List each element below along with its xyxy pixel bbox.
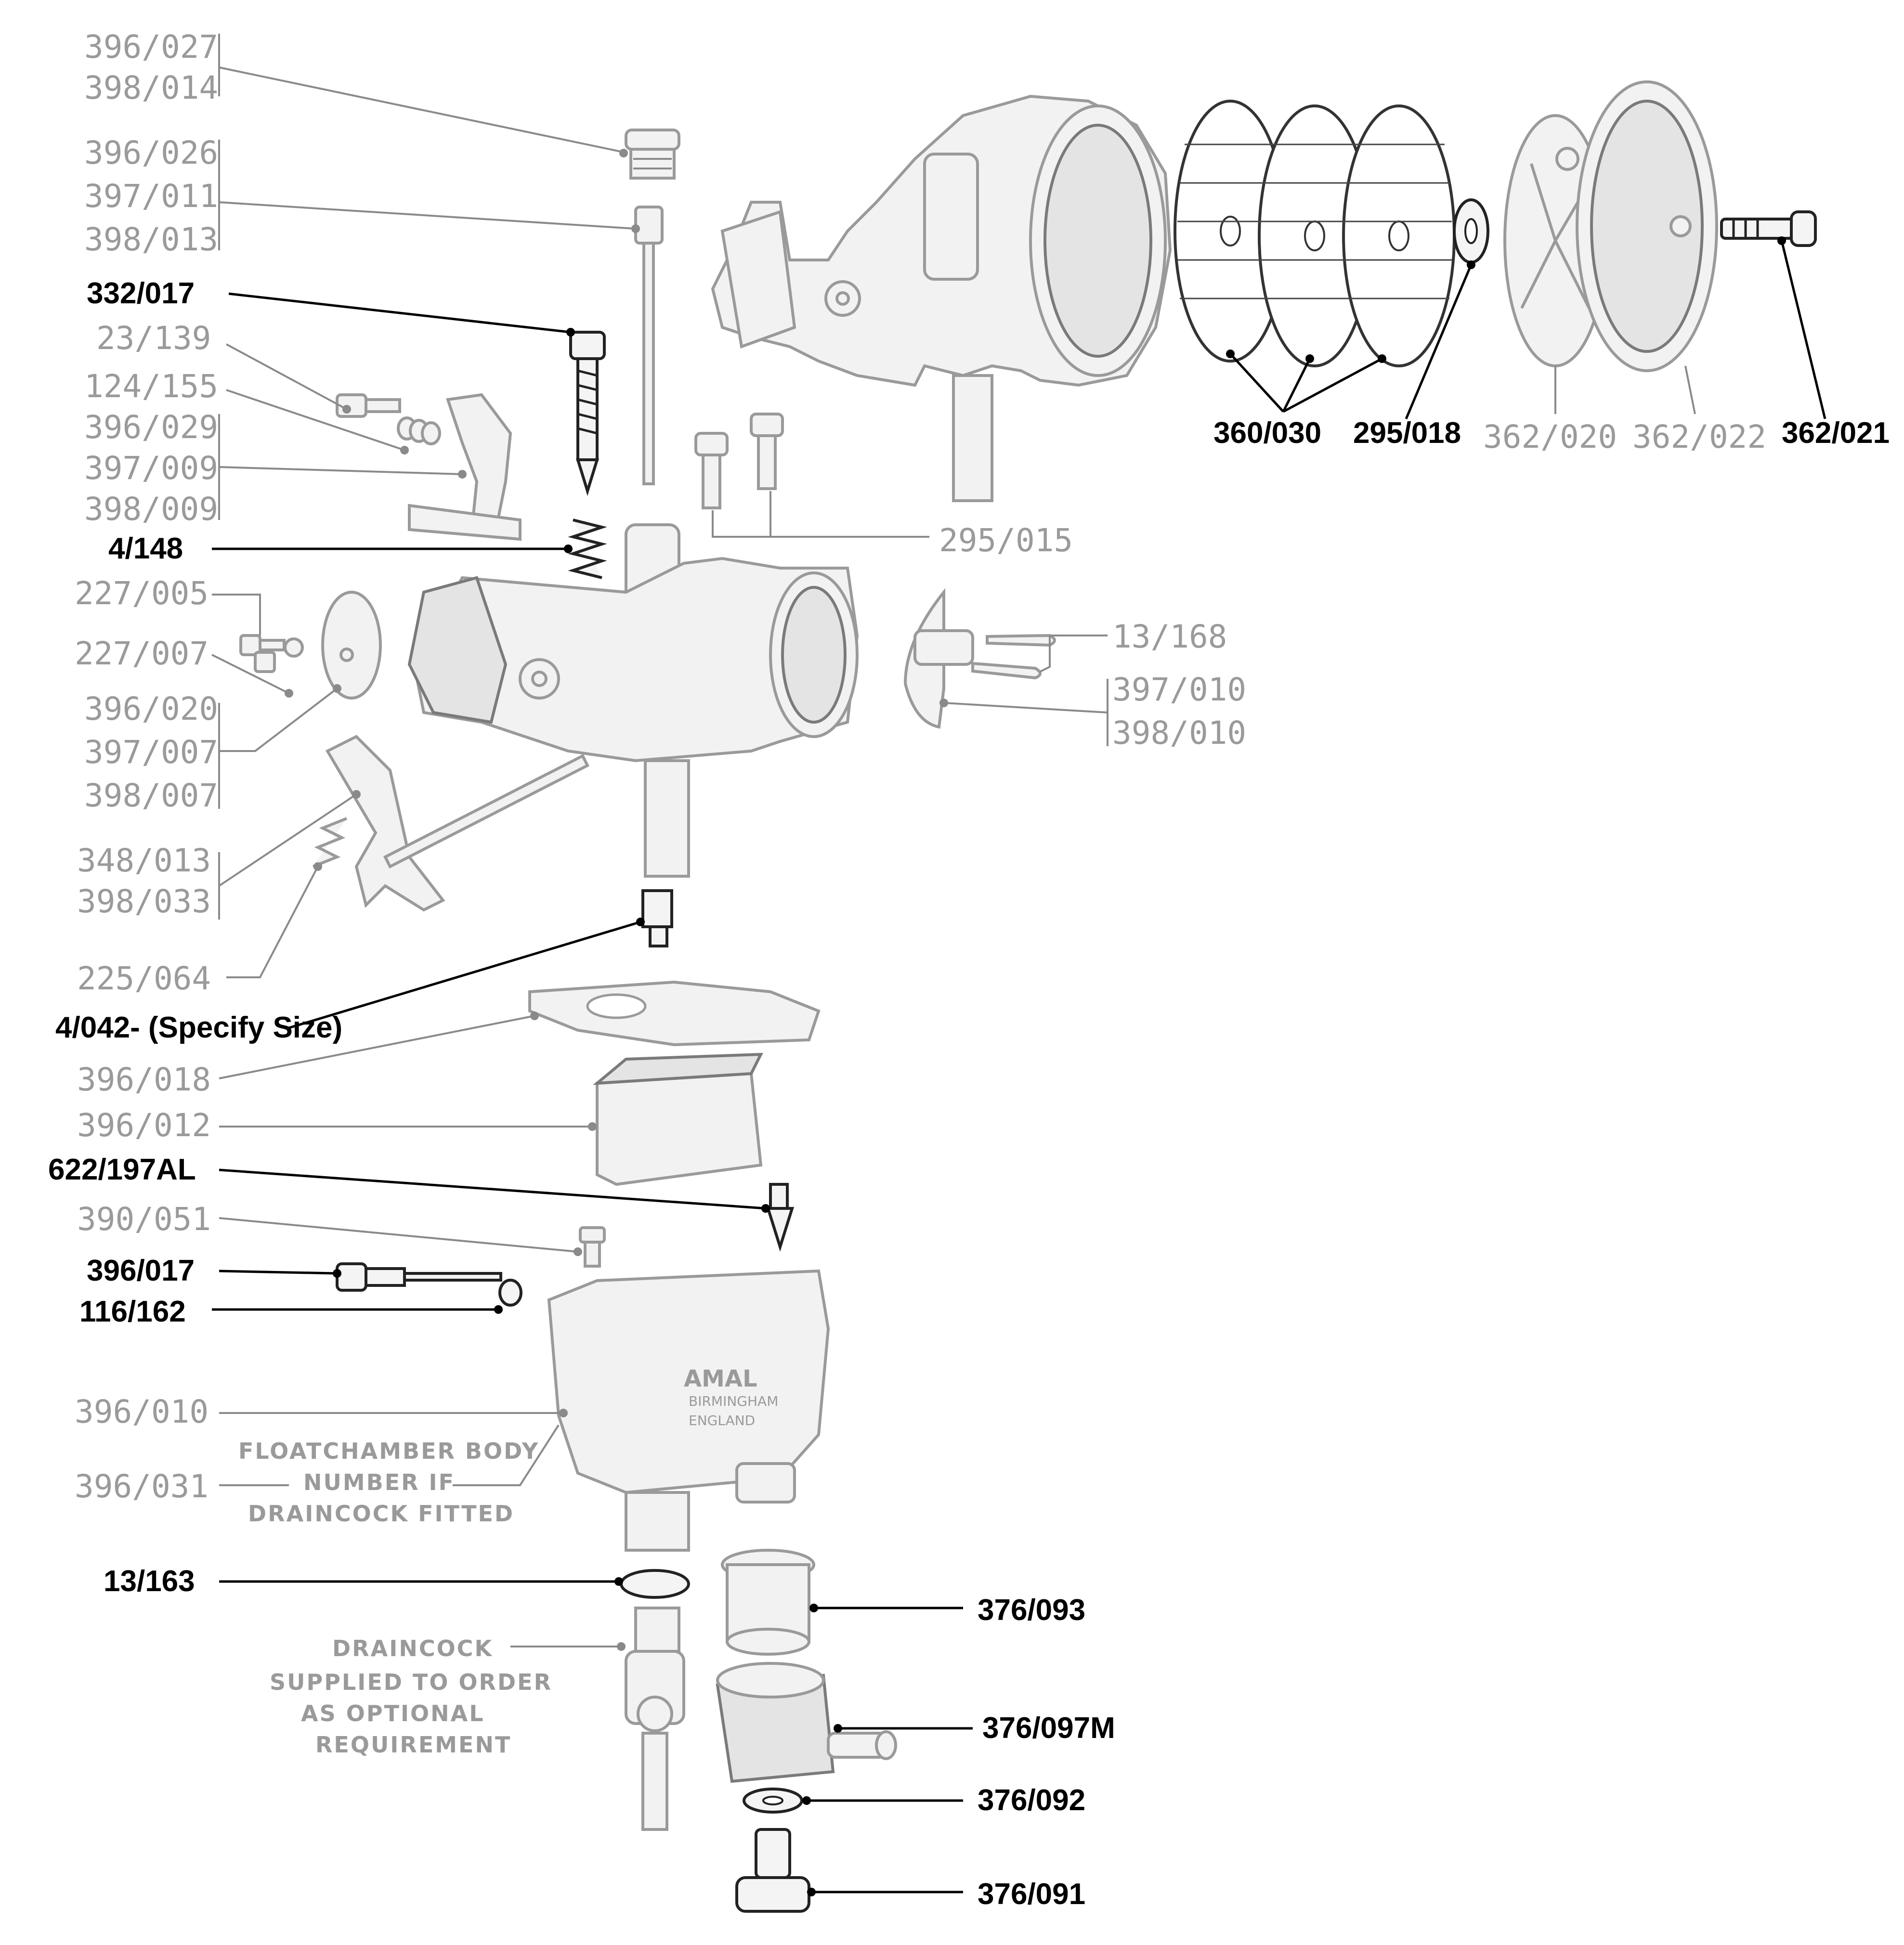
label-124-155: 124/155 — [84, 368, 218, 405]
label-376-093: 376/093 — [978, 1594, 1085, 1627]
draincock-part — [625, 1607, 685, 1831]
label-295-018: 295/018 — [1353, 416, 1461, 450]
leader-lines — [211, 34, 1826, 1896]
label-13-163: 13/163 — [104, 1565, 195, 1598]
label-398-014: 398/014 — [84, 69, 218, 106]
banjo-union-part — [716, 1662, 897, 1783]
label-396-029: 396/029 — [84, 409, 218, 446]
maker-stamp: AMAL — [684, 1365, 757, 1392]
fuel-filter-part — [721, 1549, 815, 1656]
draincock-note-line-1: DRAINCOCK — [332, 1635, 493, 1661]
lever-part — [408, 393, 522, 541]
main-jet-part — [641, 889, 673, 947]
split-pin-1-part — [986, 634, 1056, 647]
cover-bolt-part — [1720, 210, 1817, 247]
banjo-screw-part — [336, 1262, 502, 1292]
label-398-013: 398/013 — [84, 221, 218, 258]
label-295-015: 295/015 — [939, 522, 1073, 559]
label-396-031: 396/031 — [75, 1468, 209, 1505]
fixing-screw-2-part — [750, 413, 784, 490]
draincock-note-line-4: REQUIREMENT — [315, 1732, 511, 1758]
label-376-091: 376/091 — [978, 1878, 1085, 1911]
gauze-mesh-hatching — [1177, 143, 1452, 299]
label-13-168: 13/168 — [1112, 618, 1227, 655]
label-348-013: 348/013 — [77, 842, 211, 879]
throttle-lever-part — [325, 735, 590, 912]
float-chamber-body-part: AMAL BIRMINGHAM ENGLAND — [547, 1269, 830, 1552]
label-396-010: 396/010 — [75, 1393, 209, 1430]
part-number-labels: 396/027 398/014 396/026 397/011 398/013 … — [48, 28, 1890, 1911]
label-397-010: 397/010 — [1112, 671, 1246, 708]
parts-illustration: AMAL BIRMINGHAM ENGLAND — [239, 80, 1817, 1913]
lever-spring-part — [312, 817, 348, 868]
label-396-018: 396/018 — [77, 1061, 211, 1098]
floatchamber-note: FLOATCHAMBER BODY NUMBER IF DRAINCOCK FI… — [238, 1438, 539, 1527]
label-398-007: 398/007 — [84, 777, 218, 814]
float-needle-part — [766, 1183, 795, 1252]
label-23-139: 23/139 — [96, 320, 211, 357]
label-4-042: 4/042- (Specify Size) — [55, 1011, 342, 1044]
label-360-030: 360/030 — [1213, 416, 1321, 450]
float-chamber-gasket-part — [528, 980, 821, 1047]
banjo-bolt-part — [735, 1828, 810, 1913]
throttle-slide-part — [903, 588, 974, 729]
carburettor-upper-body-part — [711, 94, 1172, 502]
label-362-022: 362/022 — [1632, 418, 1766, 455]
small-screw-washer-part — [239, 634, 304, 673]
label-397-011: 397/011 — [84, 178, 218, 215]
draincock-note-line-2: SUPPLIED TO ORDER — [270, 1669, 552, 1695]
float-part — [593, 1052, 763, 1186]
city-stamp: BIRMINGHAM — [689, 1393, 778, 1409]
label-362-020: 362/020 — [1483, 418, 1617, 455]
label-225-064: 225/064 — [77, 960, 211, 997]
tickler-needle-part — [634, 206, 664, 485]
air-filter-cover-part — [1576, 80, 1718, 372]
label-396-017: 396/017 — [87, 1254, 195, 1287]
label-362-021: 362/021 — [1782, 416, 1890, 450]
pilot-air-screw-part — [569, 331, 606, 496]
label-396-012: 396/012 — [77, 1107, 211, 1144]
adjuster-screw-part — [336, 393, 441, 445]
label-227-005: 227/005 — [75, 575, 209, 612]
label-397-007: 397/007 — [84, 734, 218, 771]
label-376-097M: 376/097M — [982, 1712, 1115, 1745]
gauze-disc-3-part — [1342, 104, 1456, 367]
label-398-009: 398/009 — [84, 491, 218, 528]
label-332-017: 332/017 — [87, 277, 195, 310]
draincock-note-line-3: AS OPTIONAL — [301, 1700, 485, 1726]
floatchamber-note-line-3: DRAINCOCK FITTED — [248, 1501, 514, 1527]
label-376-092: 376/092 — [978, 1784, 1085, 1817]
label-397-009: 397/009 — [84, 450, 218, 487]
label-398-033: 398/033 — [77, 883, 211, 920]
country-stamp: ENGLAND — [689, 1413, 755, 1428]
label-396-020: 396/020 — [84, 690, 218, 727]
label-116-162: 116/162 — [79, 1295, 186, 1328]
fixing-screw-1-part — [694, 432, 729, 509]
split-pin-2-part — [971, 661, 1042, 680]
spring-washer-part — [1453, 198, 1489, 264]
cap-nut-part — [625, 129, 680, 180]
label-4-148: 4/148 — [108, 532, 183, 565]
label-227-007: 227/007 — [75, 635, 209, 672]
return-spring-part — [568, 519, 607, 579]
mixing-disc-part — [321, 591, 382, 700]
floatchamber-note-line-1: FLOATCHAMBER BODY — [238, 1438, 539, 1464]
floatchamber-note-line-2: NUMBER IF — [303, 1469, 455, 1495]
label-398-010: 398/010 — [1112, 714, 1246, 752]
label-396-026: 396/026 — [84, 134, 218, 171]
label-622-197AL: 622/197AL — [48, 1153, 196, 1186]
carburettor-main-body-part — [407, 523, 859, 878]
label-396-027: 396/027 — [84, 28, 218, 65]
gauze-disc-2-part — [1258, 104, 1371, 367]
chamber-screw-part — [579, 1226, 606, 1268]
o-ring-part — [498, 1279, 522, 1307]
banjo-washer-part — [743, 1788, 803, 1814]
draincock-note: DRAINCOCK SUPPLIED TO ORDER AS OPTIONAL … — [270, 1635, 552, 1758]
fibre-washer-part — [620, 1569, 690, 1599]
label-390-051: 390/051 — [77, 1201, 211, 1238]
